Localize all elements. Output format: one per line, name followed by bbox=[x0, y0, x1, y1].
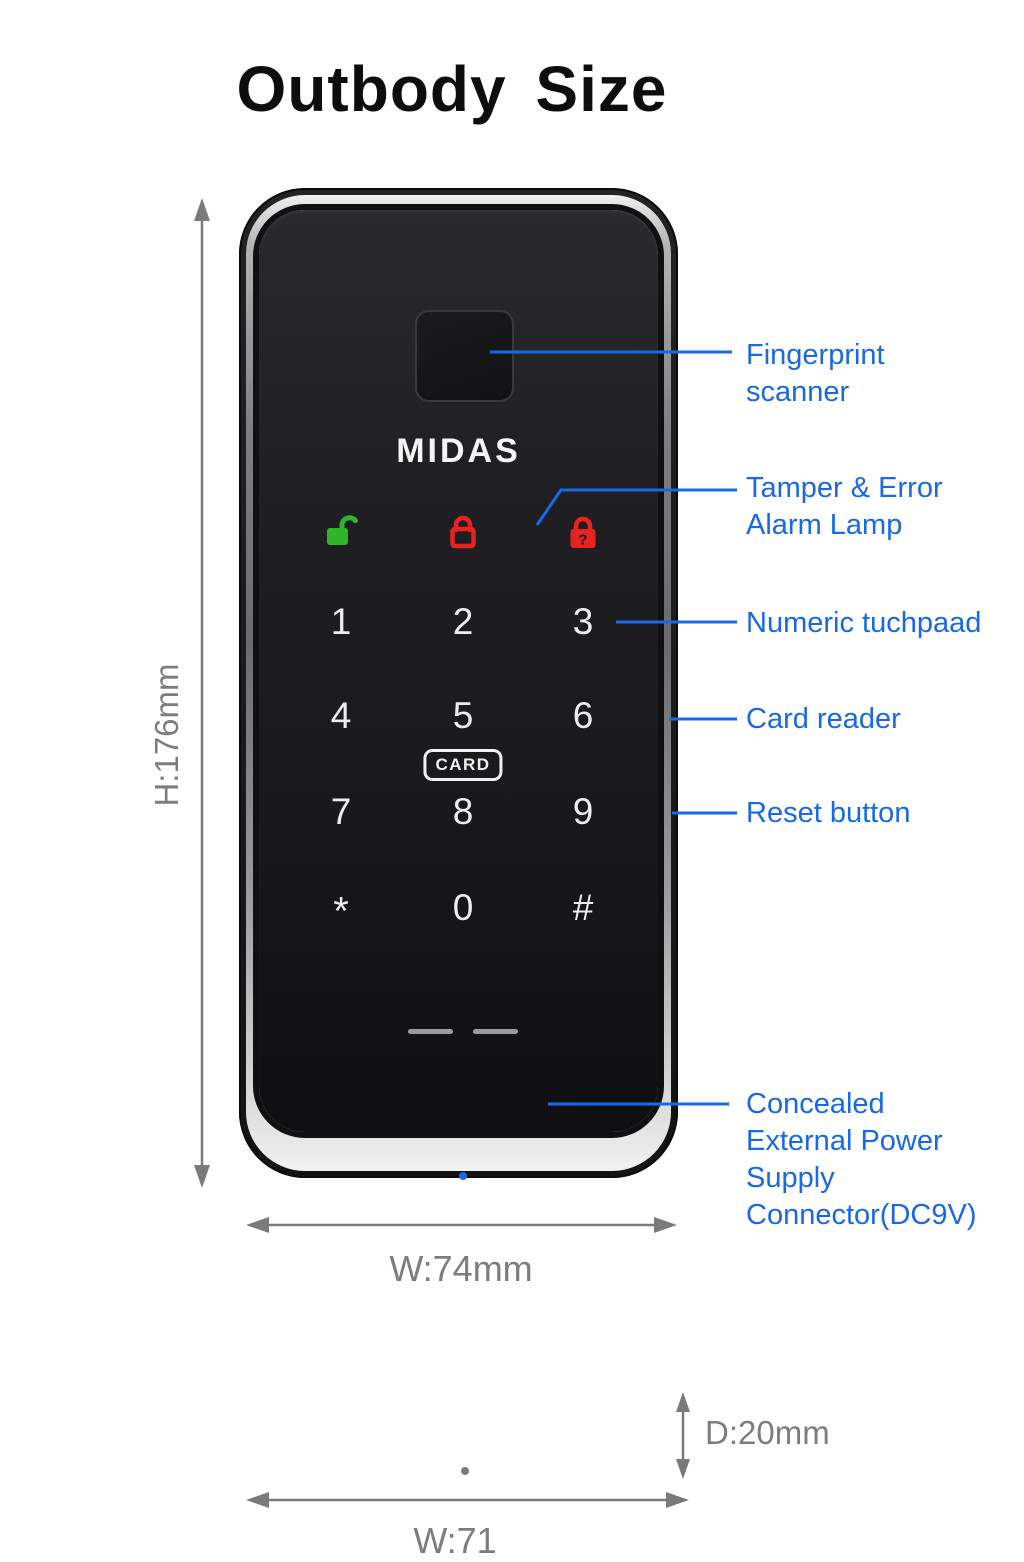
unlocked-lamp-icon bbox=[327, 515, 358, 545]
key-hash: # bbox=[572, 887, 594, 928]
callout-line: Tamper & Error bbox=[746, 472, 943, 504]
key-6: 6 bbox=[572, 695, 594, 736]
svg-text:?: ? bbox=[578, 532, 587, 549]
key-1: 1 bbox=[330, 601, 352, 642]
tamper-alarm-lamp-icon: ? bbox=[570, 516, 596, 549]
bottom-width-arrowhead-right bbox=[666, 1492, 689, 1508]
power-connector-dot bbox=[459, 1172, 467, 1180]
width-dimension-label: W:74mm bbox=[389, 1248, 533, 1289]
callout-line: Connector(DC9V) bbox=[746, 1199, 977, 1231]
locked-lamp-icon bbox=[450, 515, 476, 549]
depth-arrowhead-top bbox=[676, 1392, 690, 1412]
bottom-width-dimension-label: W:71 bbox=[413, 1520, 497, 1561]
key-5: 5 bbox=[452, 695, 474, 736]
callout-fingerprint-scanner: Fingerprint scanner bbox=[746, 337, 885, 411]
callout-line: Reset button bbox=[746, 797, 911, 829]
callout-line: scanner bbox=[746, 376, 850, 408]
key-7: 7 bbox=[330, 791, 352, 832]
card-reader-badge: CARD bbox=[423, 749, 503, 781]
callout-line: External Power bbox=[746, 1125, 943, 1157]
height-arrowhead-bottom bbox=[194, 1165, 210, 1188]
height-dimension-label: H:176mm bbox=[148, 663, 185, 807]
key-2: 2 bbox=[452, 601, 474, 642]
door-lock-device: MIDAS ? 1 2 3 4 5 6 7 8 9 * 0 # CARD bbox=[239, 188, 678, 1180]
height-arrowhead-top bbox=[194, 198, 210, 221]
key-4: 4 bbox=[330, 695, 352, 736]
indicator-dash-left bbox=[408, 1029, 453, 1034]
key-8: 8 bbox=[452, 791, 474, 832]
callout-numeric-touchpad: Numeric tuchpaad bbox=[746, 605, 981, 642]
width-arrowhead-right bbox=[654, 1217, 677, 1233]
page-title: Outbody Size bbox=[236, 53, 668, 125]
callout-power-connector: Concealed External Power Supply Connecto… bbox=[746, 1086, 976, 1234]
callout-line: Card reader bbox=[746, 703, 901, 735]
callout-line: Alarm Lamp bbox=[746, 509, 903, 541]
callout-card-reader: Card reader bbox=[746, 701, 901, 738]
key-0: 0 bbox=[452, 887, 474, 928]
key-star: * bbox=[333, 889, 349, 934]
key-3: 3 bbox=[572, 601, 594, 642]
callout-tamper-alarm: Tamper & Error Alarm Lamp bbox=[746, 470, 943, 544]
key-9: 9 bbox=[572, 791, 594, 832]
callout-reset-button: Reset button bbox=[746, 795, 910, 832]
indicator-dash-right bbox=[473, 1029, 518, 1034]
brand-logo: MIDAS bbox=[396, 432, 521, 470]
callout-line: Numeric tuchpaad bbox=[746, 607, 982, 639]
callout-line: Fingerprint bbox=[746, 339, 885, 371]
center-mark-dot bbox=[461, 1467, 469, 1475]
bottom-width-arrowhead-left bbox=[246, 1492, 269, 1508]
width-arrowhead-left bbox=[246, 1217, 269, 1233]
depth-arrowhead-bottom bbox=[676, 1459, 690, 1479]
fingerprint-scanner bbox=[415, 310, 514, 402]
callout-line: Concealed bbox=[746, 1088, 885, 1120]
callout-line: Supply bbox=[746, 1162, 835, 1194]
depth-dimension-label: D:20mm bbox=[705, 1414, 830, 1451]
